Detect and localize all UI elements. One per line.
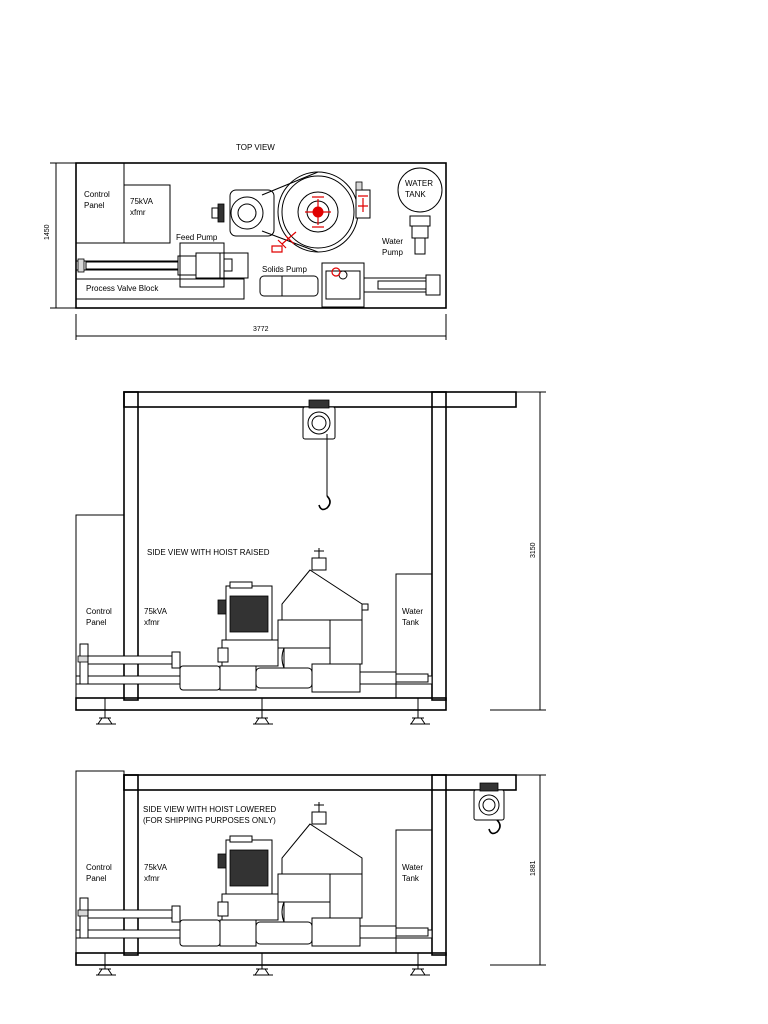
- raised-foot-middle: [253, 698, 273, 725]
- top-transformer-label-line: 75kVA: [130, 197, 154, 206]
- lowered-foot-right: [410, 953, 430, 976]
- lowered-frame-post-right: [431, 774, 447, 956]
- lowered-water-tank-label-line: Tank: [402, 874, 420, 883]
- top-dimension-height-text: 1450: [44, 224, 51, 240]
- lowered-dimension-height-text: 1881: [530, 860, 537, 876]
- top-water-tank-label-line: TANK: [405, 190, 426, 199]
- raised-water-tank-label-line: Water: [402, 607, 423, 616]
- raised-dimension-height-text: 3150: [530, 542, 537, 558]
- top-feed-pump: [75, 242, 249, 288]
- lowered-frame-beam: [123, 774, 517, 791]
- raised-piping: [75, 643, 433, 693]
- raised-dimension-height: [490, 391, 546, 711]
- raised-motor: [217, 581, 279, 667]
- raised-title: SIDE VIEW WITH HOIST RAISED: [147, 548, 270, 557]
- raised-hoist: [302, 399, 336, 511]
- lowered-control-panel: [75, 770, 125, 954]
- top-transformer-label-line: xfmr: [130, 208, 146, 217]
- top-separator-motor: [211, 189, 275, 237]
- lowered-separator: [277, 802, 363, 925]
- raised-control-panel-label-line: Panel: [86, 618, 107, 627]
- top-water-tank-label-line: WATER: [405, 179, 433, 188]
- raised-transformer-label: 75kVA xfmr: [144, 607, 168, 627]
- raised-foot-left: [96, 698, 116, 725]
- lowered-control-panel-label-line: Control: [86, 863, 112, 872]
- top-dimension-width: [75, 314, 447, 340]
- raised-base-skid: [75, 697, 447, 711]
- top-view-title: TOP VIEW: [236, 143, 275, 152]
- lowered-frame-post-left: [123, 774, 139, 956]
- lowered-water-tank: [395, 829, 433, 954]
- top-control-panel-label-line: Control: [84, 190, 110, 199]
- top-water-tank-label: WATER TANK: [405, 179, 433, 199]
- lowered-transformer-label-line: xfmr: [144, 874, 160, 883]
- lowered-title-line: SIDE VIEW WITH HOIST LOWERED: [143, 805, 276, 814]
- lowered-foot-left: [96, 953, 116, 976]
- lowered-transformer-label-line: 75kVA: [144, 863, 168, 872]
- top-solids-pump-label: Solids Pump: [262, 265, 307, 274]
- lowered-water-tank-label-line: Water: [402, 863, 423, 872]
- lowered-base-skid: [75, 952, 447, 966]
- top-separator-bowl: [261, 171, 359, 253]
- raised-foot-right: [410, 698, 430, 725]
- top-water-tank: [397, 167, 443, 213]
- lowered-title-line: (FOR SHIPPING PURPOSES ONLY): [143, 816, 276, 825]
- top-dimension-height: [50, 162, 76, 309]
- raised-control-panel: [75, 514, 125, 699]
- lowered-transformer-label: 75kVA xfmr: [144, 863, 168, 883]
- lowered-control-panel-label-line: Panel: [86, 874, 107, 883]
- top-solids-pump: [259, 262, 441, 308]
- lowered-motor: [217, 835, 279, 921]
- top-dimension-width-text: 3772: [253, 326, 269, 333]
- top-feed-pump-label: Feed Pump: [176, 233, 218, 242]
- top-water-pump-label-line: Water: [382, 237, 403, 246]
- top-control-panel-label-line: Panel: [84, 201, 105, 210]
- lowered-title: SIDE VIEW WITH HOIST LOWERED (FOR SHIPPIN…: [143, 805, 276, 825]
- lowered-dimension-height: [490, 774, 546, 966]
- raised-frame-post-right: [431, 391, 447, 701]
- top-process-valve-block: [75, 278, 245, 300]
- top-water-pump: [409, 215, 431, 255]
- raised-water-tank-label-line: Tank: [402, 618, 420, 627]
- raised-separator: [277, 548, 369, 671]
- lowered-foot-middle: [253, 953, 273, 976]
- top-transformer-label: 75kVA xfmr: [130, 197, 154, 217]
- top-valve-right: [355, 181, 371, 219]
- top-transformer: [123, 184, 171, 244]
- raised-water-tank: [395, 573, 433, 699]
- top-process-valve-block-label: Process Valve Block: [86, 284, 159, 293]
- lowered-hoist: [473, 782, 505, 835]
- raised-frame-post-left: [123, 391, 139, 701]
- top-water-pump-label-line: Pump: [382, 248, 403, 257]
- lowered-piping: [75, 897, 433, 947]
- raised-control-panel-label-line: Control: [86, 607, 112, 616]
- raised-transformer-label-line: 75kVA: [144, 607, 168, 616]
- raised-transformer-label-line: xfmr: [144, 618, 160, 627]
